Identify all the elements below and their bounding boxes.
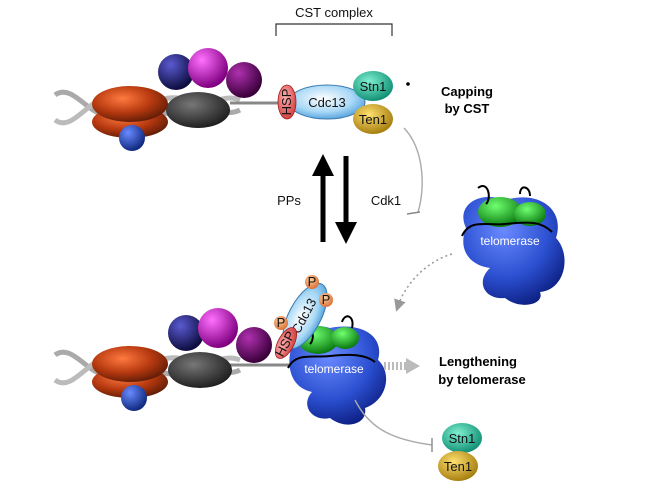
stn1-label-top: Stn1 [360,79,387,94]
ten1-free [438,451,478,481]
ten1-label-free: Ten1 [444,459,472,474]
magenta-protein-top [188,48,228,88]
cst-complex-label: CST complex [295,5,373,20]
blue-protein-top [119,125,145,151]
stn1-label-free: Stn1 [449,431,476,446]
free-telomerase [461,185,565,305]
ten1-top [353,104,393,134]
telomerase-label-bound: telomerase [304,362,364,376]
phospho-1 [305,275,319,289]
bound-telomerase [287,315,387,425]
phospho-1-label: P [308,274,317,289]
navy-protein-bottom [168,315,204,351]
capping-label-line1: Capping [441,84,493,99]
hsp-top [277,84,297,120]
purple-protein-top [226,62,262,98]
hsp-bottom [274,327,298,359]
stn1-top [353,71,393,101]
inhibition-line-bottom [354,399,433,452]
gray-nucleosome-bottom [168,352,232,388]
magenta-protein-bottom [198,308,238,348]
dot-marker [406,82,410,86]
inhibition-line-top [403,127,423,215]
telomerase-label-free: telomerase [480,234,540,248]
capping-label-line2: by CST [445,101,490,116]
lengthening-label-line2: by telomerase [438,372,525,387]
cst-complex-bracket [275,23,393,36]
navy-protein-top [158,54,194,90]
cdk1-label: Cdk1 [371,193,401,208]
histone-octamer-bottom [92,346,168,398]
phospho-3-label: P [277,315,286,330]
cdc13-label-top: Cdc13 [308,95,346,110]
hsp-label-top: HSP [279,89,294,116]
pps-label: PPs [277,193,301,208]
histone-octamer-top [92,86,168,138]
ten1-label-top: Ten1 [359,112,387,127]
up-arrow-pps [312,154,334,242]
lengthening-label-line1: Lengthening [439,354,517,369]
blue-protein-bottom [121,385,147,411]
purple-protein-bottom [236,327,272,363]
gray-nucleosome-top [166,92,230,128]
phospho-3 [274,316,288,330]
phospho-2-label: P [322,292,331,307]
phospho-2 [319,293,333,307]
dotted-recruitment-arrow [394,253,453,312]
down-arrow-cdk1 [335,156,357,244]
lengthening-arrow [384,358,420,374]
stn1-free [442,423,482,453]
